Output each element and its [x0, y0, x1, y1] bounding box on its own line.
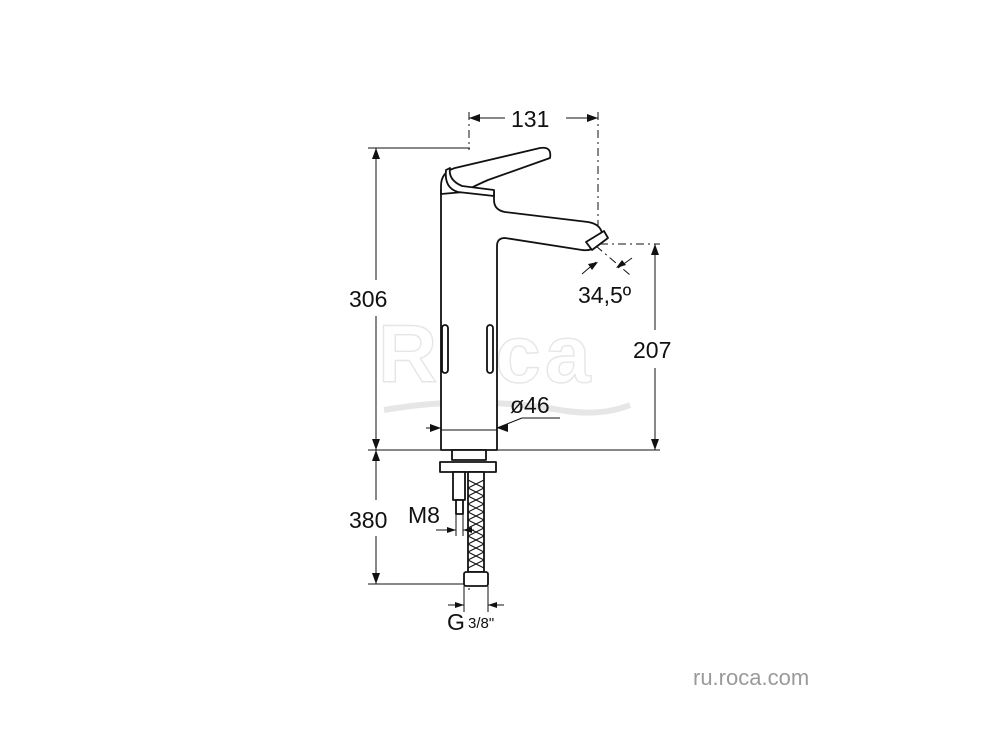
threaded-stud-m8: [455, 499, 464, 515]
roca-watermark: Roca: [377, 308, 632, 416]
hose-braid-pattern: [467, 479, 485, 569]
dim-spout-height: 207: [633, 244, 671, 450]
faucet-lever-joint: [444, 167, 495, 197]
watermark-wave: [383, 399, 632, 416]
dim-stud-thread: M8: [408, 502, 474, 536]
dim-spout-height-label: 207: [633, 337, 671, 363]
dim-body-diameter-label: ø46: [510, 392, 550, 418]
website-url: ru.roca.com: [693, 665, 809, 690]
dim-hose-connection-main-label: G: [447, 609, 465, 635]
mounting-collar: [451, 449, 487, 461]
spout-aerator: [585, 230, 609, 251]
dim-total-height-label: 306: [349, 286, 387, 312]
stud-nut: [452, 471, 466, 501]
hose-connection-nut: [463, 571, 489, 587]
body-side-slot-left: [441, 324, 449, 374]
dim-spout-angle: 34,5º: [578, 257, 633, 308]
dim-body-diameter: ø46: [426, 392, 560, 432]
dim-spout-reach: 131: [469, 106, 598, 132]
spout-angle-line: [595, 245, 631, 276]
dim-spout-angle-label: 34,5º: [578, 282, 632, 308]
mounting-hardware: [439, 449, 497, 587]
dim-stud-thread-label: M8: [408, 502, 440, 528]
body-side-slot-right: [486, 324, 494, 374]
dim-spout-reach-label: 131: [511, 106, 549, 132]
dim-hose-length: 380: [349, 450, 464, 585]
dim-total-height: 306: [349, 147, 660, 451]
faucet: [440, 146, 609, 451]
mounting-plate: [439, 461, 497, 473]
dim-hose-connection-fraction-label: 3/8": [468, 615, 494, 632]
dim-hose-length-label: 380: [349, 507, 387, 533]
dim-hose-connection: G 3/8": [447, 586, 504, 635]
